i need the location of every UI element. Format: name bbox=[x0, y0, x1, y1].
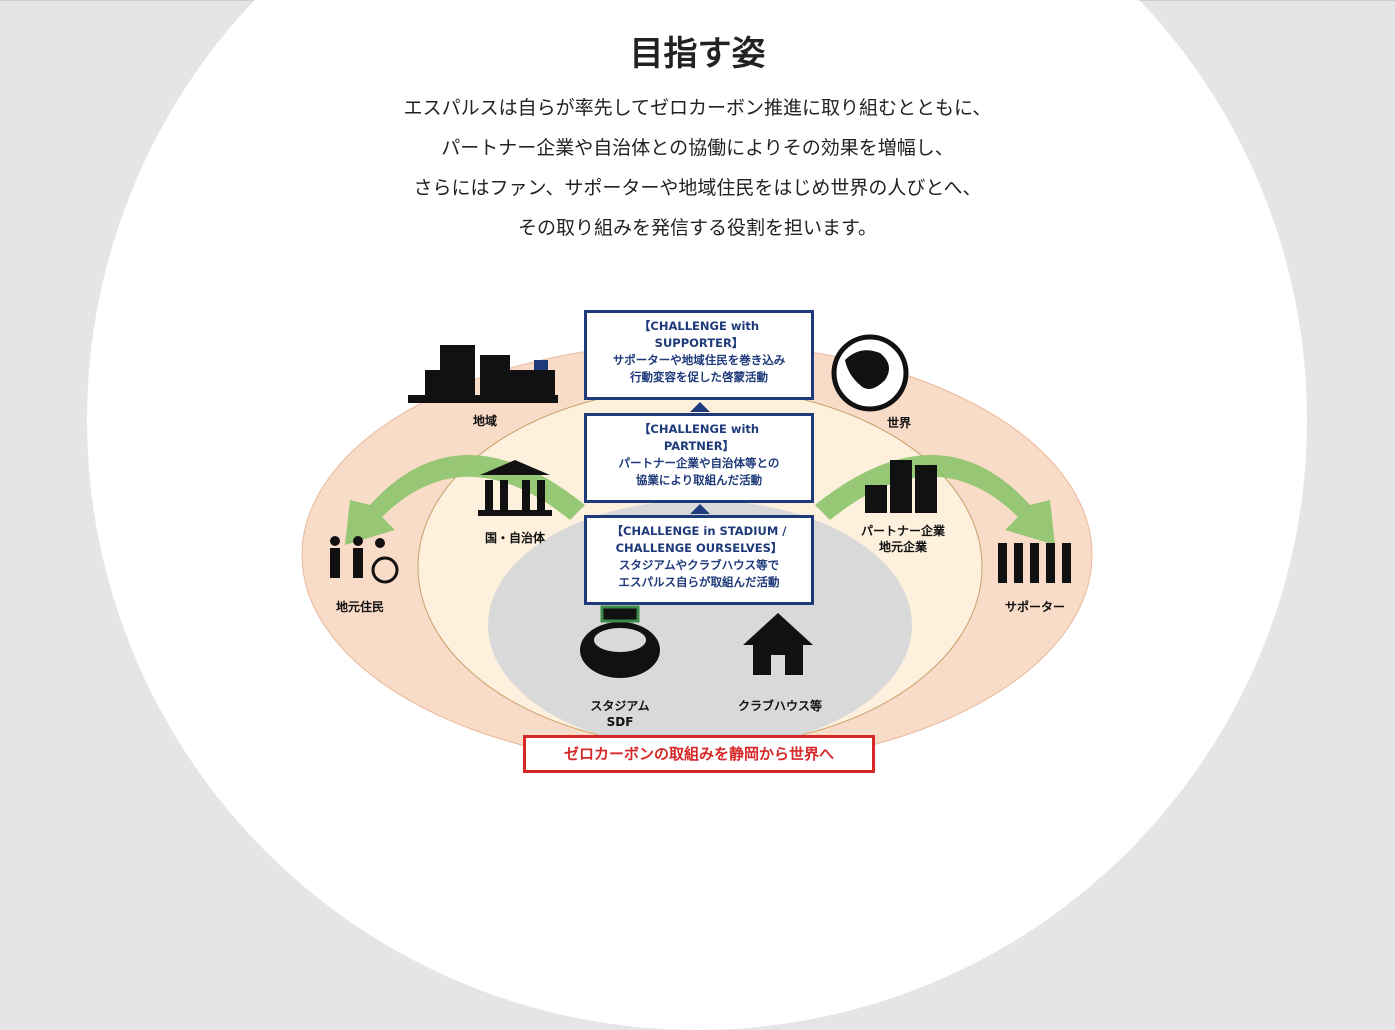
office-buildings-icon bbox=[865, 460, 937, 513]
city-icon bbox=[408, 345, 558, 403]
box-body: 行動変容を促した啓蒙活動 bbox=[630, 370, 768, 384]
label-residents: 地元住民 bbox=[335, 600, 384, 614]
label-partner-line: 地元企業 bbox=[878, 540, 927, 554]
right-arrow-icon bbox=[815, 455, 1055, 545]
box-heading: CHALLENGE OURSELVES】 bbox=[615, 541, 783, 555]
box-body: 協業により取組んだ活動 bbox=[635, 473, 763, 487]
box-body: エスパルス自らが取組んだ活動 bbox=[618, 575, 780, 589]
box-heading: 【CHALLENGE with bbox=[638, 319, 760, 333]
label-clubhouse: クラブハウス等 bbox=[737, 699, 822, 713]
challenge-stadium-box: 【CHALLENGE in STADIUM / CHALLENGE OURSEL… bbox=[584, 515, 814, 605]
lead-line: パートナー企業や自治体との協働によりその効果を増幅し、 bbox=[441, 137, 954, 159]
supporters-icon bbox=[998, 543, 1071, 583]
government-icon bbox=[478, 460, 552, 516]
house-icon bbox=[743, 613, 813, 675]
page-title: 目指す姿 bbox=[629, 34, 766, 74]
box-heading: 【CHALLENGE in STADIUM / bbox=[611, 524, 787, 538]
left-arrow-icon bbox=[345, 455, 585, 545]
challenge-partner-box: 【CHALLENGE with PARTNER】 パートナー企業や自治体等との … bbox=[584, 413, 814, 503]
people-icon bbox=[330, 536, 399, 584]
challenge-supporter-box: 【CHALLENGE with SUPPORTER】 サポーターや地域住民を巻き… bbox=[584, 310, 814, 400]
lead-line: その取り組みを発信する役割を担います。 bbox=[517, 217, 878, 239]
box-body: スタジアムやクラブハウス等で bbox=[618, 558, 780, 572]
label-region: 地域 bbox=[472, 414, 497, 428]
stadium-icon bbox=[580, 605, 660, 678]
arrow-up-icon bbox=[690, 402, 710, 412]
label-government: 国・自治体 bbox=[484, 531, 545, 545]
arrow-up-icon bbox=[690, 504, 710, 514]
lead-line: エスパルスは自らが率先してゼロカーボン推進に取り組むとともに、 bbox=[403, 97, 992, 119]
label-stadium: スタジアム SDF bbox=[575, 698, 665, 730]
box-body: パートナー企業や自治体等との bbox=[618, 456, 780, 470]
globe-icon bbox=[831, 334, 909, 412]
box-body: サポーターや地域住民を巻き込み bbox=[612, 353, 786, 367]
vision-diagram: 【CHALLENGE with SUPPORTER】 サポーターや地域住民を巻き… bbox=[300, 305, 1100, 780]
label-world: 世界 bbox=[886, 416, 911, 430]
box-heading: PARTNER】 bbox=[663, 439, 735, 453]
label-partner: パートナー企業 地元企業 bbox=[848, 523, 958, 555]
box-heading: 【CHALLENGE with bbox=[638, 422, 760, 436]
zero-carbon-banner: ゼロカーボンの取組みを静岡から世界へ bbox=[523, 735, 875, 773]
label-partner-line: パートナー企業 bbox=[860, 524, 945, 538]
label-stadium-line: スタジアム bbox=[590, 699, 650, 713]
box-heading: SUPPORTER】 bbox=[654, 336, 744, 350]
label-supporters: サポーター bbox=[1004, 600, 1065, 614]
lead-line: さらにはファン、サポーターや地域住民をはじめ世界の人びとへ、 bbox=[413, 177, 982, 199]
lead-text: エスパルスは自らが率先してゼロカーボン推進に取り組むとともに、 パートナー企業や… bbox=[0, 88, 1395, 248]
label-stadium-line: SDF bbox=[606, 715, 634, 729]
